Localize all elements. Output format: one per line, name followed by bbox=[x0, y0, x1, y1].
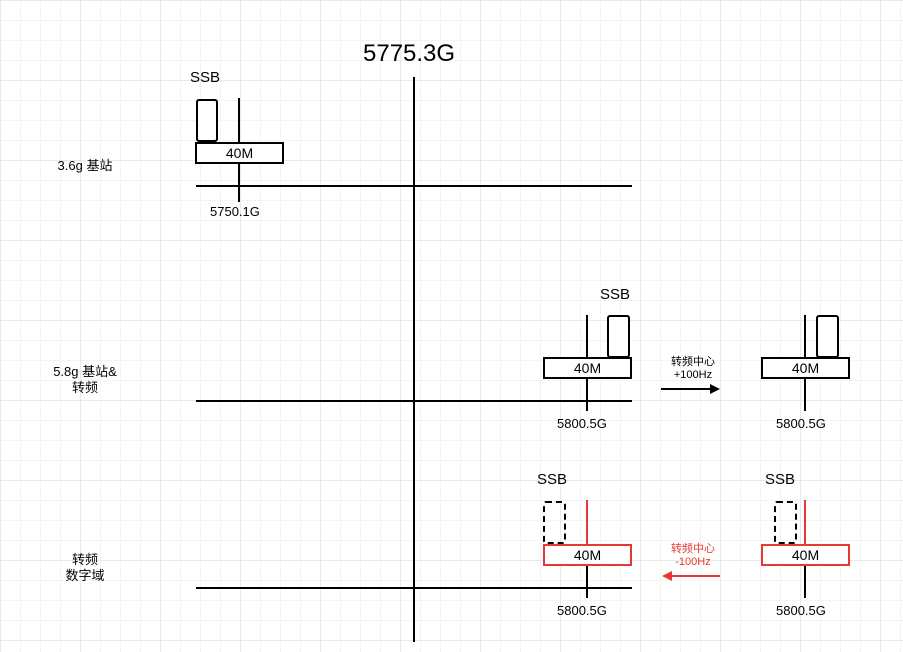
row1-frequency-axis bbox=[196, 185, 632, 187]
row2r-40m-band: 40M bbox=[761, 357, 850, 379]
row3r-ssb-dashed-block bbox=[774, 501, 797, 544]
row3r-ssb-label: SSB bbox=[765, 471, 796, 488]
row3-40m-band: 40M bbox=[543, 544, 632, 566]
row3-ssb-dashed-block bbox=[543, 501, 566, 544]
row3-center-tick-lower bbox=[586, 566, 588, 598]
row1-ssb-block bbox=[196, 99, 218, 142]
row-label-5-8g-line1: 5.8g 基站& bbox=[53, 364, 117, 379]
row2-shift-note: 转频中心 +100Hz bbox=[660, 356, 726, 382]
row-label-digital-line2: 数字域 bbox=[65, 568, 105, 583]
row3-freq-label: 5800.5G bbox=[557, 603, 607, 618]
row-label-digital-domain: 转频 数字域 bbox=[40, 552, 130, 584]
center-frequency-title: 5775.3G bbox=[363, 40, 456, 67]
row3r-center-tick-lower bbox=[804, 566, 806, 598]
center-frequency-axis bbox=[413, 77, 415, 642]
row2-ssb-label: SSB bbox=[600, 286, 631, 303]
row2-ssb-block bbox=[607, 315, 630, 358]
row3-shift-note-line1: 转频中心 bbox=[671, 543, 715, 555]
row3-ssb-label: SSB bbox=[537, 471, 568, 488]
row1-ssb-label: SSB bbox=[190, 69, 221, 86]
row3-frequency-axis bbox=[196, 587, 632, 589]
row1-40m-band: 40M bbox=[195, 142, 284, 164]
row-label-digital-line1: 转频 bbox=[71, 552, 98, 567]
row2-shift-note-line1: 转频中心 bbox=[671, 356, 715, 368]
row-label-3-6g-base-station: 3.6g 基站 bbox=[40, 158, 130, 174]
row3r-40m-band: 40M bbox=[761, 544, 850, 566]
row3r-freq-label: 5800.5G bbox=[776, 603, 826, 618]
row2-shift-right-arrow bbox=[661, 384, 720, 394]
row2-freq-label: 5800.5G bbox=[557, 416, 607, 431]
row2-frequency-axis bbox=[196, 400, 632, 402]
row-label-3-6g-text: 3.6g 基站 bbox=[57, 158, 113, 173]
row3-shift-note: 转频中心 -100Hz bbox=[660, 543, 726, 569]
row-label-5-8g-line2: 转频 bbox=[71, 380, 98, 395]
row2r-ssb-block bbox=[816, 315, 839, 358]
row2-shift-note-line2: +100Hz bbox=[673, 369, 713, 381]
row3-shift-left-arrow bbox=[662, 571, 720, 581]
row3-shift-note-line2: -100Hz bbox=[675, 556, 711, 568]
row1-freq-label: 5750.1G bbox=[210, 204, 260, 219]
row-label-5-8g-base-station: 5.8g 基站& 转频 bbox=[40, 364, 130, 396]
row2r-freq-label: 5800.5G bbox=[776, 416, 826, 431]
row2-40m-band: 40M bbox=[543, 357, 632, 379]
